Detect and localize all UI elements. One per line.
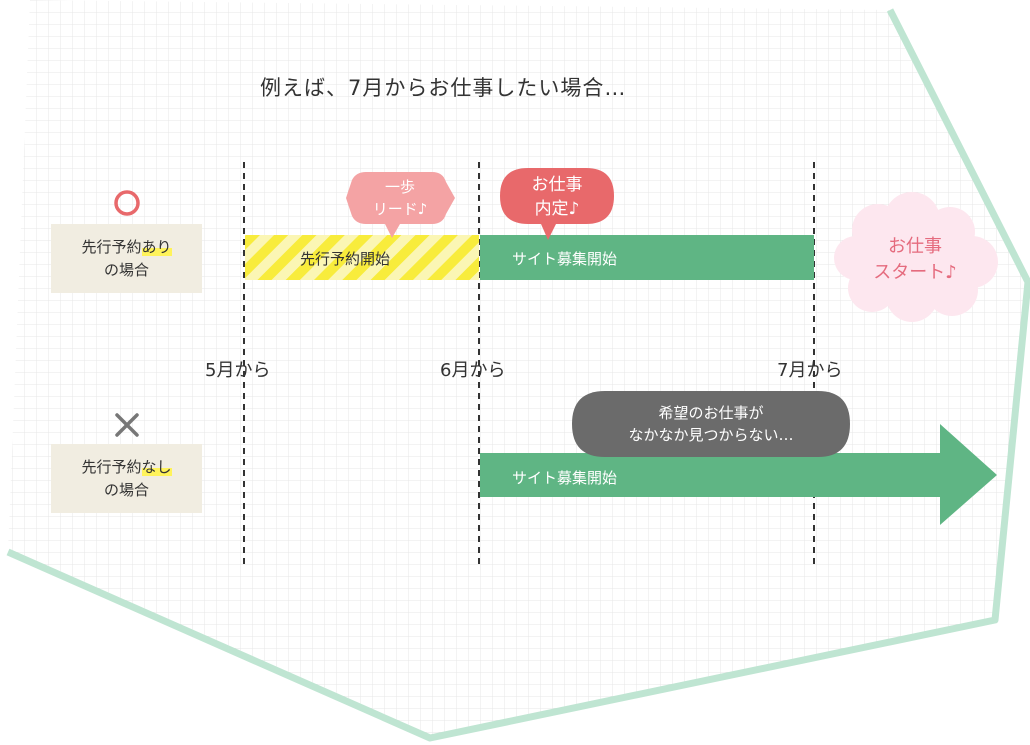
month-label-7: 7月から [777, 360, 843, 381]
cross-icon [115, 413, 139, 437]
start-cloud [834, 192, 998, 322]
lead-bubble-text: 一歩 リード♪ [355, 176, 445, 220]
recruit-arrow-row2 [480, 424, 997, 525]
recruit-bar-row1-label: サイト募集開始 [512, 250, 618, 268]
not-found-bubble [572, 391, 850, 457]
row-label-highlight: なし [141, 457, 172, 476]
row-label-without-preorder: 先行予約なし の場合 [51, 444, 202, 513]
lead-bubble [346, 172, 455, 238]
offer-bubble-text: お仕事 内定♪ [500, 173, 614, 221]
preorder-bar-label: 先行予約開始 [300, 250, 391, 268]
frame-shape [8, 0, 1028, 738]
row-label-highlight: あり [141, 237, 172, 256]
not-found-line2: なかなか見つからない… [628, 426, 794, 444]
circle-icon [114, 190, 140, 216]
month-label-6: 6月から [440, 360, 506, 381]
lead-bubble-line2: リード♪ [372, 200, 428, 218]
not-found-line1: 希望のお仕事が [658, 404, 764, 422]
offer-bubble-line2: 内定♪ [534, 199, 580, 219]
row-label-prefix: 先行予約 [81, 237, 142, 256]
preorder-bar [245, 235, 479, 280]
row-label-with-preorder: 先行予約あり の場合 [51, 224, 202, 293]
not-found-bubble-text: 希望のお仕事が なかなか見つからない… [572, 402, 850, 446]
recruit-bar-row1 [480, 235, 814, 280]
row-label-prefix: 先行予約 [81, 457, 142, 476]
start-cloud-line1: お仕事 [888, 236, 942, 257]
start-cloud-text: お仕事 スタート♪ [845, 234, 985, 286]
start-cloud-line2: スタート♪ [873, 262, 957, 283]
recruit-bar-row2-label: サイト募集開始 [512, 469, 618, 487]
offer-bubble [500, 168, 614, 240]
row-label-line2: の場合 [103, 260, 149, 279]
month-label-5: 5月から [205, 360, 271, 381]
lead-bubble-line1: 一歩 [384, 178, 415, 196]
page-title: 例えば、7月からお仕事したい場合… [260, 76, 627, 100]
offer-bubble-line1: お仕事 [531, 175, 583, 195]
frame-edge [6, 8, 1030, 742]
row-label-line2: の場合 [103, 480, 149, 499]
